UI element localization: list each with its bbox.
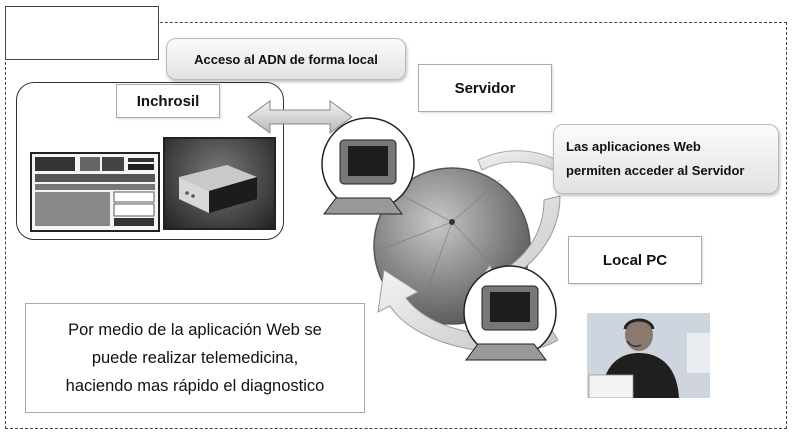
person-headset-photo bbox=[587, 313, 710, 398]
acceso-callout: Acceso al ADN de forma local bbox=[166, 38, 406, 80]
double-arrow-icon bbox=[247, 100, 353, 134]
diagram-frame bbox=[5, 22, 787, 429]
acceso-callout-text: Acceso al ADN de forma local bbox=[194, 51, 378, 67]
web-apps-callout-line2: permiten acceder al Servidor bbox=[566, 163, 745, 178]
local-pc-label: Local PC bbox=[568, 236, 702, 284]
device-drawing bbox=[179, 165, 257, 213]
server-computer-icon bbox=[321, 117, 415, 215]
device-photo bbox=[163, 137, 276, 230]
web-apps-callout: Las aplicaciones Web permiten acceder al… bbox=[553, 124, 779, 194]
description-line-2: puede realizar telemedicina, bbox=[91, 349, 299, 367]
description-box: Por medio de la aplicación Web se puede … bbox=[25, 303, 365, 413]
software-screenshot bbox=[30, 152, 160, 232]
description-line-1: Por medio de la aplicación Web se bbox=[68, 321, 322, 339]
description-line-3: haciendo mas rápido el diagnostico bbox=[65, 377, 325, 395]
person-drawing bbox=[587, 313, 710, 398]
inchrosil-label: Inchrosil bbox=[116, 84, 220, 118]
servidor-label: Servidor bbox=[418, 64, 552, 112]
corner-box bbox=[5, 6, 159, 60]
screenshot-drawing bbox=[32, 154, 158, 230]
local-computer-icon bbox=[463, 265, 557, 361]
web-apps-callout-line1: Las aplicaciones Web bbox=[566, 139, 701, 154]
